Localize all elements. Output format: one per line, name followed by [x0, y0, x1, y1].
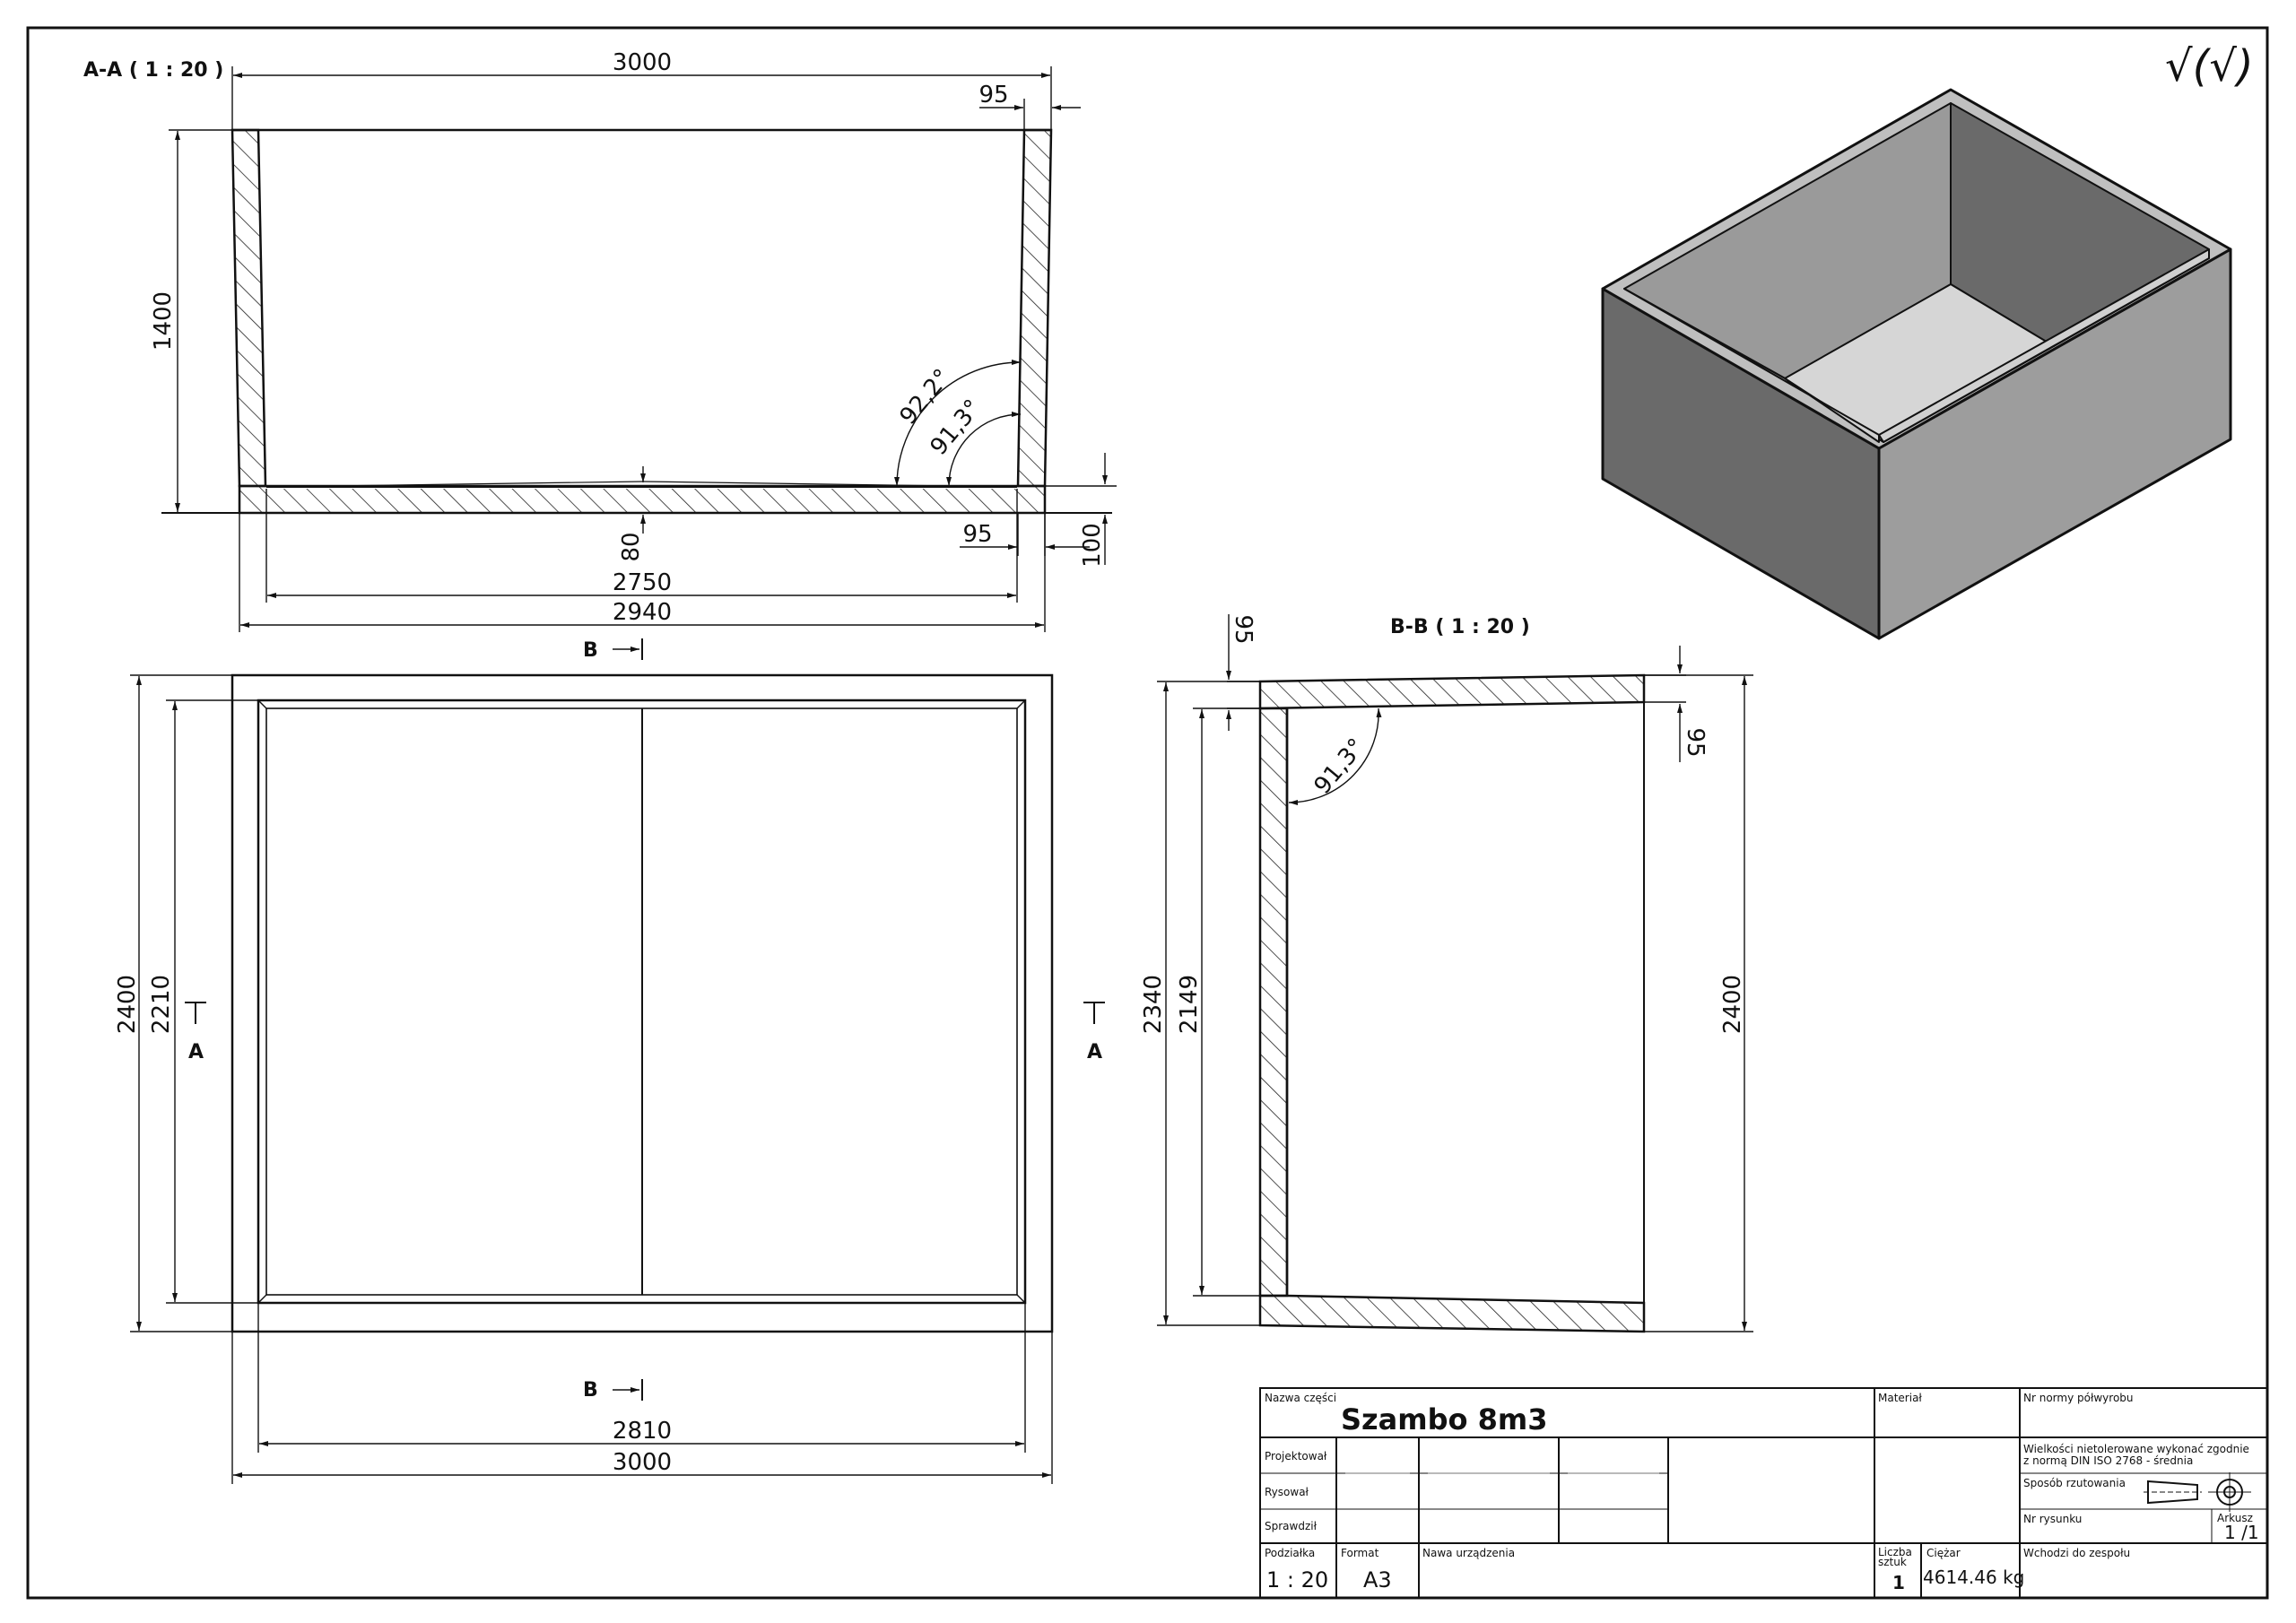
aa-right-wall	[1016, 128, 1053, 488]
tb-assembly-label: Wchodzi do zespołu	[2023, 1547, 2130, 1559]
aa-left-wall	[230, 128, 267, 488]
section-aa-view: A-A ( 1 : 20 ) 3000 95 1400 92,2° 91,3°	[83, 49, 1117, 632]
tb-drawn-label: Rysował	[1265, 1486, 1309, 1498]
aa-dim-wall-bottom: 95	[962, 521, 992, 548]
tb-weight-label: Ciężar	[1926, 1547, 1961, 1559]
tb-format-label: Format	[1341, 1547, 1379, 1559]
cut-b-label-top: B	[583, 639, 598, 662]
plan-dim-height-inner: 2210	[148, 975, 175, 1034]
bb-dim-outer-left: 2340	[1140, 975, 1167, 1034]
aa-dim-floor: 100	[1079, 523, 1106, 568]
tb-projection-label: Sposób rzutowania	[2023, 1477, 2126, 1489]
tb-norm-label: Nr normy półwyrobu	[2023, 1392, 2134, 1404]
projection-symbol-icon	[2144, 1472, 2251, 1512]
bb-dim-wall-right: 95	[1682, 727, 1709, 757]
tb-material-label: Materiał	[1878, 1392, 1922, 1404]
cut-b-label-bottom: B	[583, 1379, 598, 1402]
tb-sheet-value: 1 /1	[2224, 1522, 2259, 1543]
tb-weight-value: 4614.46 kg	[1923, 1567, 2024, 1588]
plan-outer-rect	[230, 673, 1054, 1333]
plan-dim-height-outer: 2400	[114, 975, 141, 1034]
bb-bottom-wall	[1258, 1294, 1646, 1333]
isometric-view	[1601, 88, 2232, 640]
aa-dim-inner-width: 2750	[613, 569, 672, 596]
tb-part-name-label: Nazwa części	[1265, 1392, 1336, 1404]
tb-checked-label: Sprawdził	[1265, 1520, 1318, 1532]
plan-dim-width-outer: 3000	[613, 1449, 672, 1476]
tb-sheet-label: Arkusz	[2217, 1512, 2253, 1524]
tb-tolerance-note-1: Wielkości nietolerowane wykonać zgodnie	[2023, 1443, 2249, 1455]
title-block-text: Nazwa części Szambo 8m3 Materiał Nr norm…	[1265, 1392, 2259, 1593]
tb-format-value: A3	[1363, 1567, 1392, 1593]
bb-dim-inner-left: 2149	[1176, 975, 1203, 1034]
tb-qty-value: 1	[1892, 1572, 1905, 1593]
title-block	[1259, 1387, 2268, 1599]
section-bb-label: B-B ( 1 : 20 )	[1390, 616, 1530, 638]
cut-a-label-right: A	[1087, 1041, 1102, 1063]
tb-scale-label: Podziałka	[1265, 1547, 1315, 1559]
cut-a-label-left: A	[188, 1041, 204, 1063]
surface-finish-symbol: √(√)	[2165, 41, 2254, 91]
tb-tolerance-note-2: z normą DIN ISO 2768 - średnia	[2023, 1454, 2193, 1467]
aa-dim-outer-bottom: 2940	[613, 599, 672, 626]
tb-part-name: Szambo 8m3	[1341, 1402, 1548, 1436]
bb-left-floor	[1258, 707, 1289, 1298]
aa-dim-wall-top: 95	[978, 82, 1008, 108]
section-aa-label: A-A ( 1 : 20 )	[83, 59, 223, 82]
iso-inner-rim-right	[1878, 248, 2210, 443]
aa-floor	[238, 484, 1047, 515]
iso-inner-front-left	[1623, 288, 1880, 443]
aa-dim-floor-center: 80	[618, 532, 645, 561]
bb-top-wall	[1258, 673, 1646, 710]
sheet-border	[26, 26, 2269, 1600]
tb-qty-label-1: Liczba	[1878, 1546, 1912, 1558]
section-bb-view: B-B ( 1 : 20 ) 95 95 91,3° 2340 214	[1140, 614, 1753, 1333]
aa-dim-width-top: 3000	[613, 49, 672, 76]
tb-scale-value: 1 : 20	[1266, 1567, 1328, 1593]
plan-view: B B A A 2400 2210 281	[114, 638, 1105, 1484]
tb-designed-label: Projektował	[1265, 1450, 1327, 1462]
tb-drawing-no-label: Nr rysunku	[2023, 1513, 2082, 1525]
plan-inner-rect	[257, 699, 1027, 1305]
bb-dim-wall-top: 95	[1230, 614, 1257, 644]
plan-dim-width-inner: 2810	[613, 1418, 672, 1445]
bb-dim-outer-right: 2400	[1719, 975, 1746, 1034]
aa-dim-height: 1400	[150, 291, 177, 351]
tb-qty-label-2: sztuk	[1878, 1556, 1907, 1568]
tb-device-label: Nawa urządzenia	[1422, 1547, 1515, 1559]
